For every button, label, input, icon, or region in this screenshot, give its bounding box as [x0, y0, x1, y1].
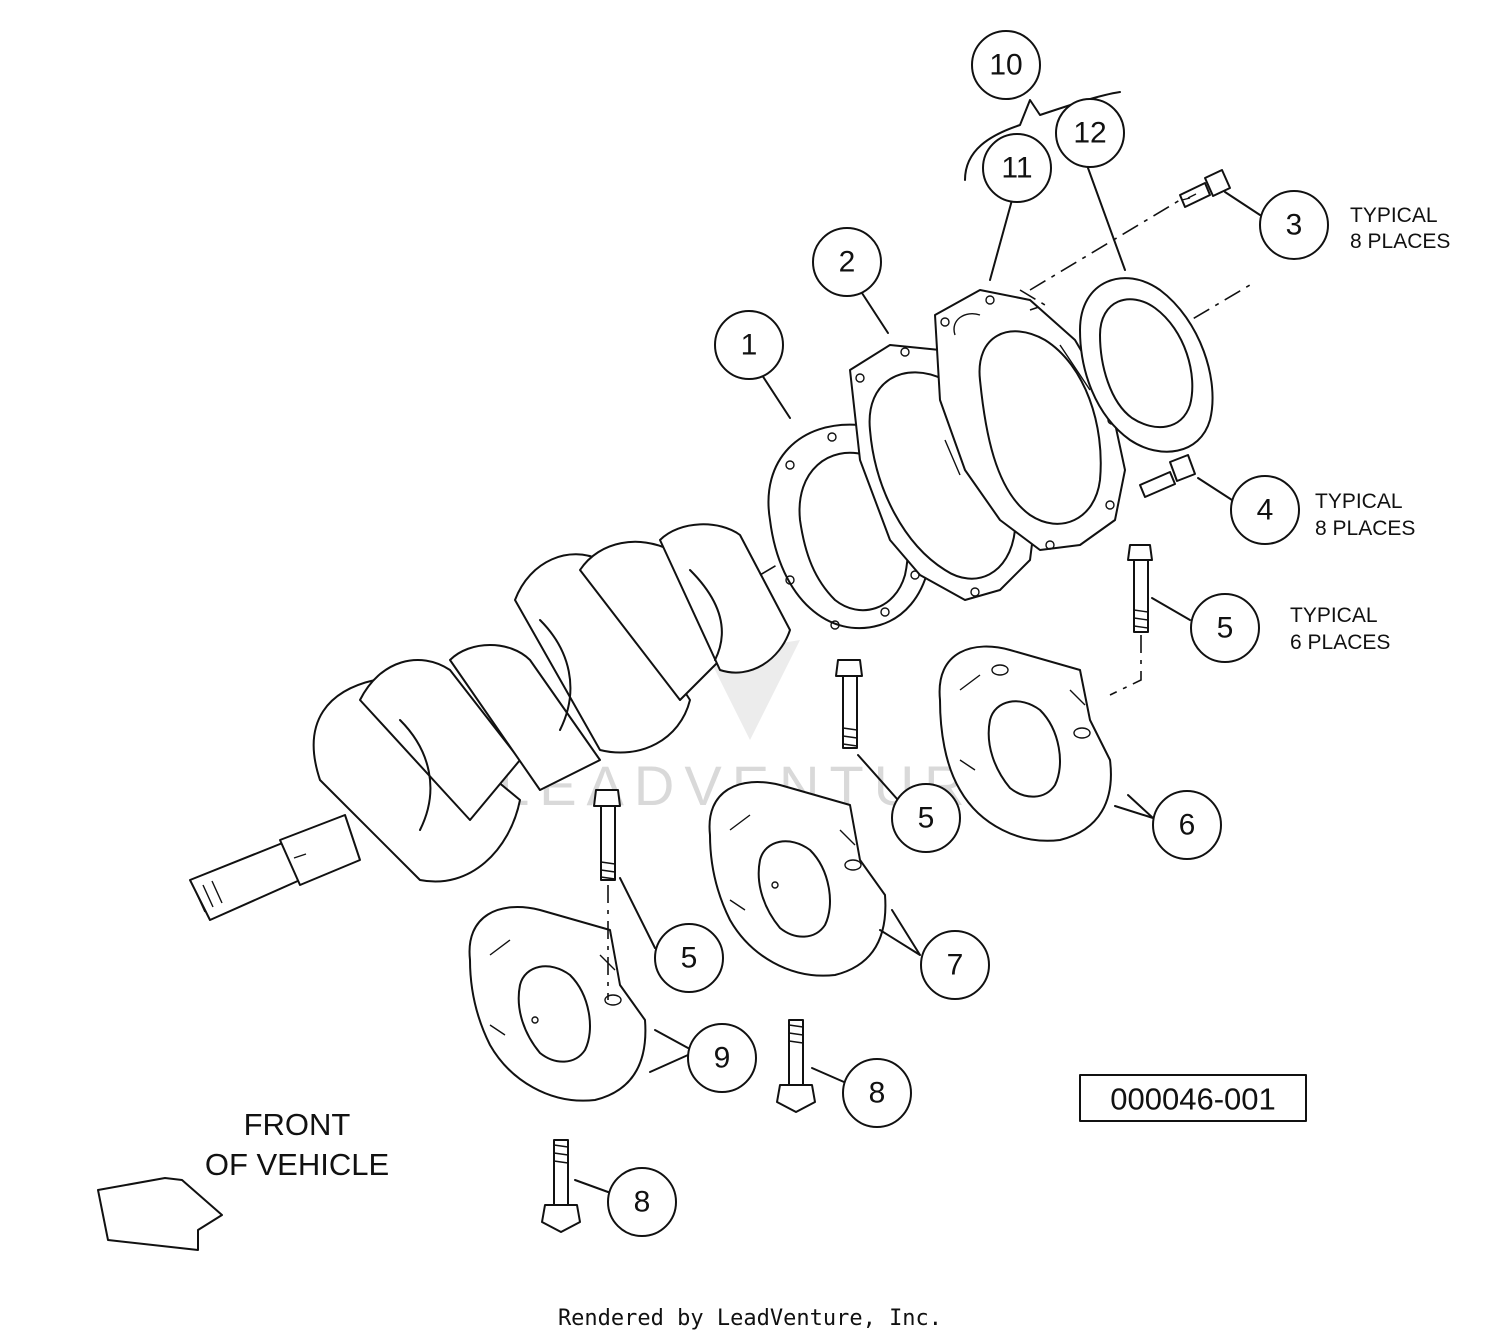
svg-text:7: 7 — [947, 949, 964, 982]
bolt-5-right[interactable] — [1127, 544, 1153, 633]
svg-text:1: 1 — [741, 329, 758, 362]
bolt-3[interactable] — [1179, 169, 1231, 208]
svg-text:8 PLACES: 8 PLACES — [1350, 230, 1450, 253]
note-bolt-5: TYPICAL 6 PLACES — [1290, 604, 1390, 654]
svg-text:000046-001: 000046-001 — [1110, 1082, 1276, 1117]
callout-12[interactable]: 12 — [1055, 98, 1125, 168]
callout-5-left[interactable]: 5 — [654, 923, 724, 993]
callout-11[interactable]: 11 — [982, 133, 1052, 203]
svg-text:8 PLACES: 8 PLACES — [1315, 517, 1415, 540]
svg-text:TYPICAL: TYPICAL — [1350, 204, 1438, 227]
svg-text:2: 2 — [839, 246, 856, 279]
svg-text:8: 8 — [634, 1186, 651, 1219]
bolt-5-center[interactable] — [835, 659, 863, 749]
bolt-8-center[interactable] — [776, 1019, 816, 1113]
drawing-number-box: 000046-001 — [1079, 1074, 1307, 1122]
callout-7[interactable]: 7 — [920, 930, 990, 1000]
front-of-vehicle-label: FRONT OF VEHICLE — [205, 1107, 389, 1182]
part-11-seal-retainer[interactable] — [934, 289, 1126, 551]
svg-text:10: 10 — [989, 49, 1022, 82]
svg-text:5: 5 — [681, 942, 698, 975]
bolt-5-left[interactable] — [593, 789, 621, 881]
svg-text:8: 8 — [869, 1077, 886, 1110]
part-7-bearing-cap[interactable] — [708, 781, 887, 977]
front-arrow-icon — [97, 1177, 223, 1251]
callout-5-center[interactable]: 5 — [891, 783, 961, 853]
part-6-bearing-cap[interactable] — [938, 645, 1112, 842]
bolt-4[interactable] — [1139, 454, 1196, 498]
svg-text:TYPICAL: TYPICAL — [1315, 490, 1403, 513]
svg-text:9: 9 — [714, 1042, 731, 1075]
svg-text:3: 3 — [1286, 209, 1303, 242]
callout-4[interactable]: 4 — [1230, 475, 1300, 545]
callout-8-center[interactable]: 8 — [842, 1058, 912, 1128]
note-bolt-4: TYPICAL 8 PLACES — [1315, 490, 1415, 540]
svg-text:4: 4 — [1257, 494, 1274, 527]
svg-text:11: 11 — [1001, 152, 1032, 185]
note-bolt-3: TYPICAL 8 PLACES — [1350, 204, 1450, 253]
part-12-oil-seal[interactable] — [1079, 277, 1214, 453]
svg-text:5: 5 — [1217, 612, 1234, 645]
part-9-bearing-cap[interactable] — [468, 906, 647, 1102]
callout-2[interactable]: 2 — [812, 227, 882, 297]
callout-5-right[interactable]: 5 — [1190, 593, 1260, 663]
svg-text:5: 5 — [918, 802, 935, 835]
crankshaft[interactable] — [189, 523, 791, 921]
callout-8-left[interactable]: 8 — [607, 1167, 677, 1237]
bolt-8-left[interactable] — [541, 1139, 581, 1233]
svg-text:12: 12 — [1073, 117, 1106, 150]
svg-text:6 PLACES: 6 PLACES — [1290, 631, 1390, 654]
svg-text:FRONT: FRONT — [244, 1107, 351, 1142]
svg-text:6: 6 — [1179, 809, 1196, 842]
svg-text:OF VEHICLE: OF VEHICLE — [205, 1147, 389, 1182]
callout-9[interactable]: 9 — [687, 1023, 757, 1093]
callout-3[interactable]: 3 — [1259, 190, 1329, 260]
svg-text:TYPICAL: TYPICAL — [1290, 604, 1378, 627]
callout-6[interactable]: 6 — [1152, 790, 1222, 860]
callout-10[interactable]: 10 — [971, 30, 1041, 100]
footer-credit: Rendered by LeadVenture, Inc. — [558, 1306, 942, 1331]
callout-1[interactable]: 1 — [714, 310, 784, 380]
